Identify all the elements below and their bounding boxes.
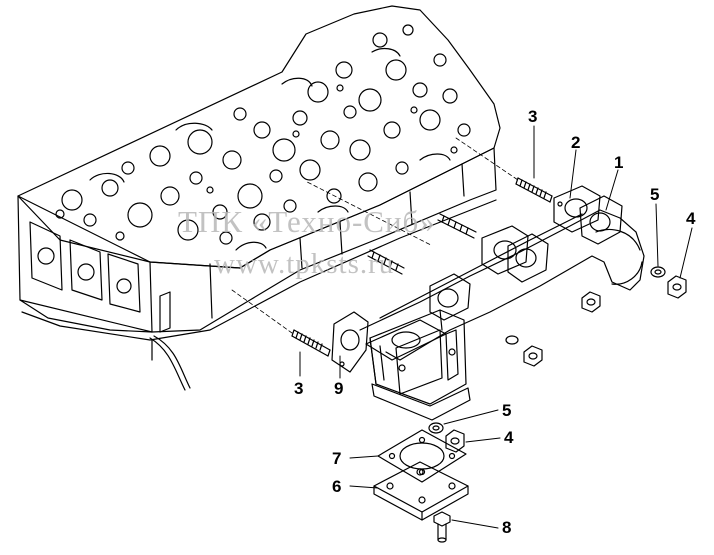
outlet-flange [373, 461, 469, 521]
callout-3-bottom: 3 [294, 379, 304, 398]
callout-5-top: 5 [650, 185, 660, 204]
callout-9: 9 [334, 379, 344, 398]
leader-lines [299, 125, 693, 529]
callout-6: 6 [332, 477, 342, 496]
exhaust-manifold [359, 195, 645, 421]
callout-7: 7 [332, 449, 342, 468]
flange-bolt [433, 511, 451, 543]
callout-8: 8 [502, 518, 512, 537]
nuts-and-washers [428, 266, 687, 453]
callout-1: 1 [614, 153, 624, 172]
callout-2: 2 [571, 133, 581, 152]
head-surface-holes [55, 24, 471, 251]
outlet-gasket [377, 429, 467, 483]
callout-3-top: 3 [528, 107, 538, 126]
manifold-gaskets [331, 185, 601, 373]
watermark-company: ТПК «Техно-Сиб» [178, 204, 436, 239]
callout-5-bottom: 5 [502, 401, 512, 420]
cylinder-head [17, 5, 501, 391]
stud-bolts [231, 137, 553, 357]
callout-4-bottom: 4 [504, 428, 514, 447]
callout-4-top: 4 [686, 209, 696, 228]
watermark-url: www.tpksts.ru [214, 248, 395, 280]
